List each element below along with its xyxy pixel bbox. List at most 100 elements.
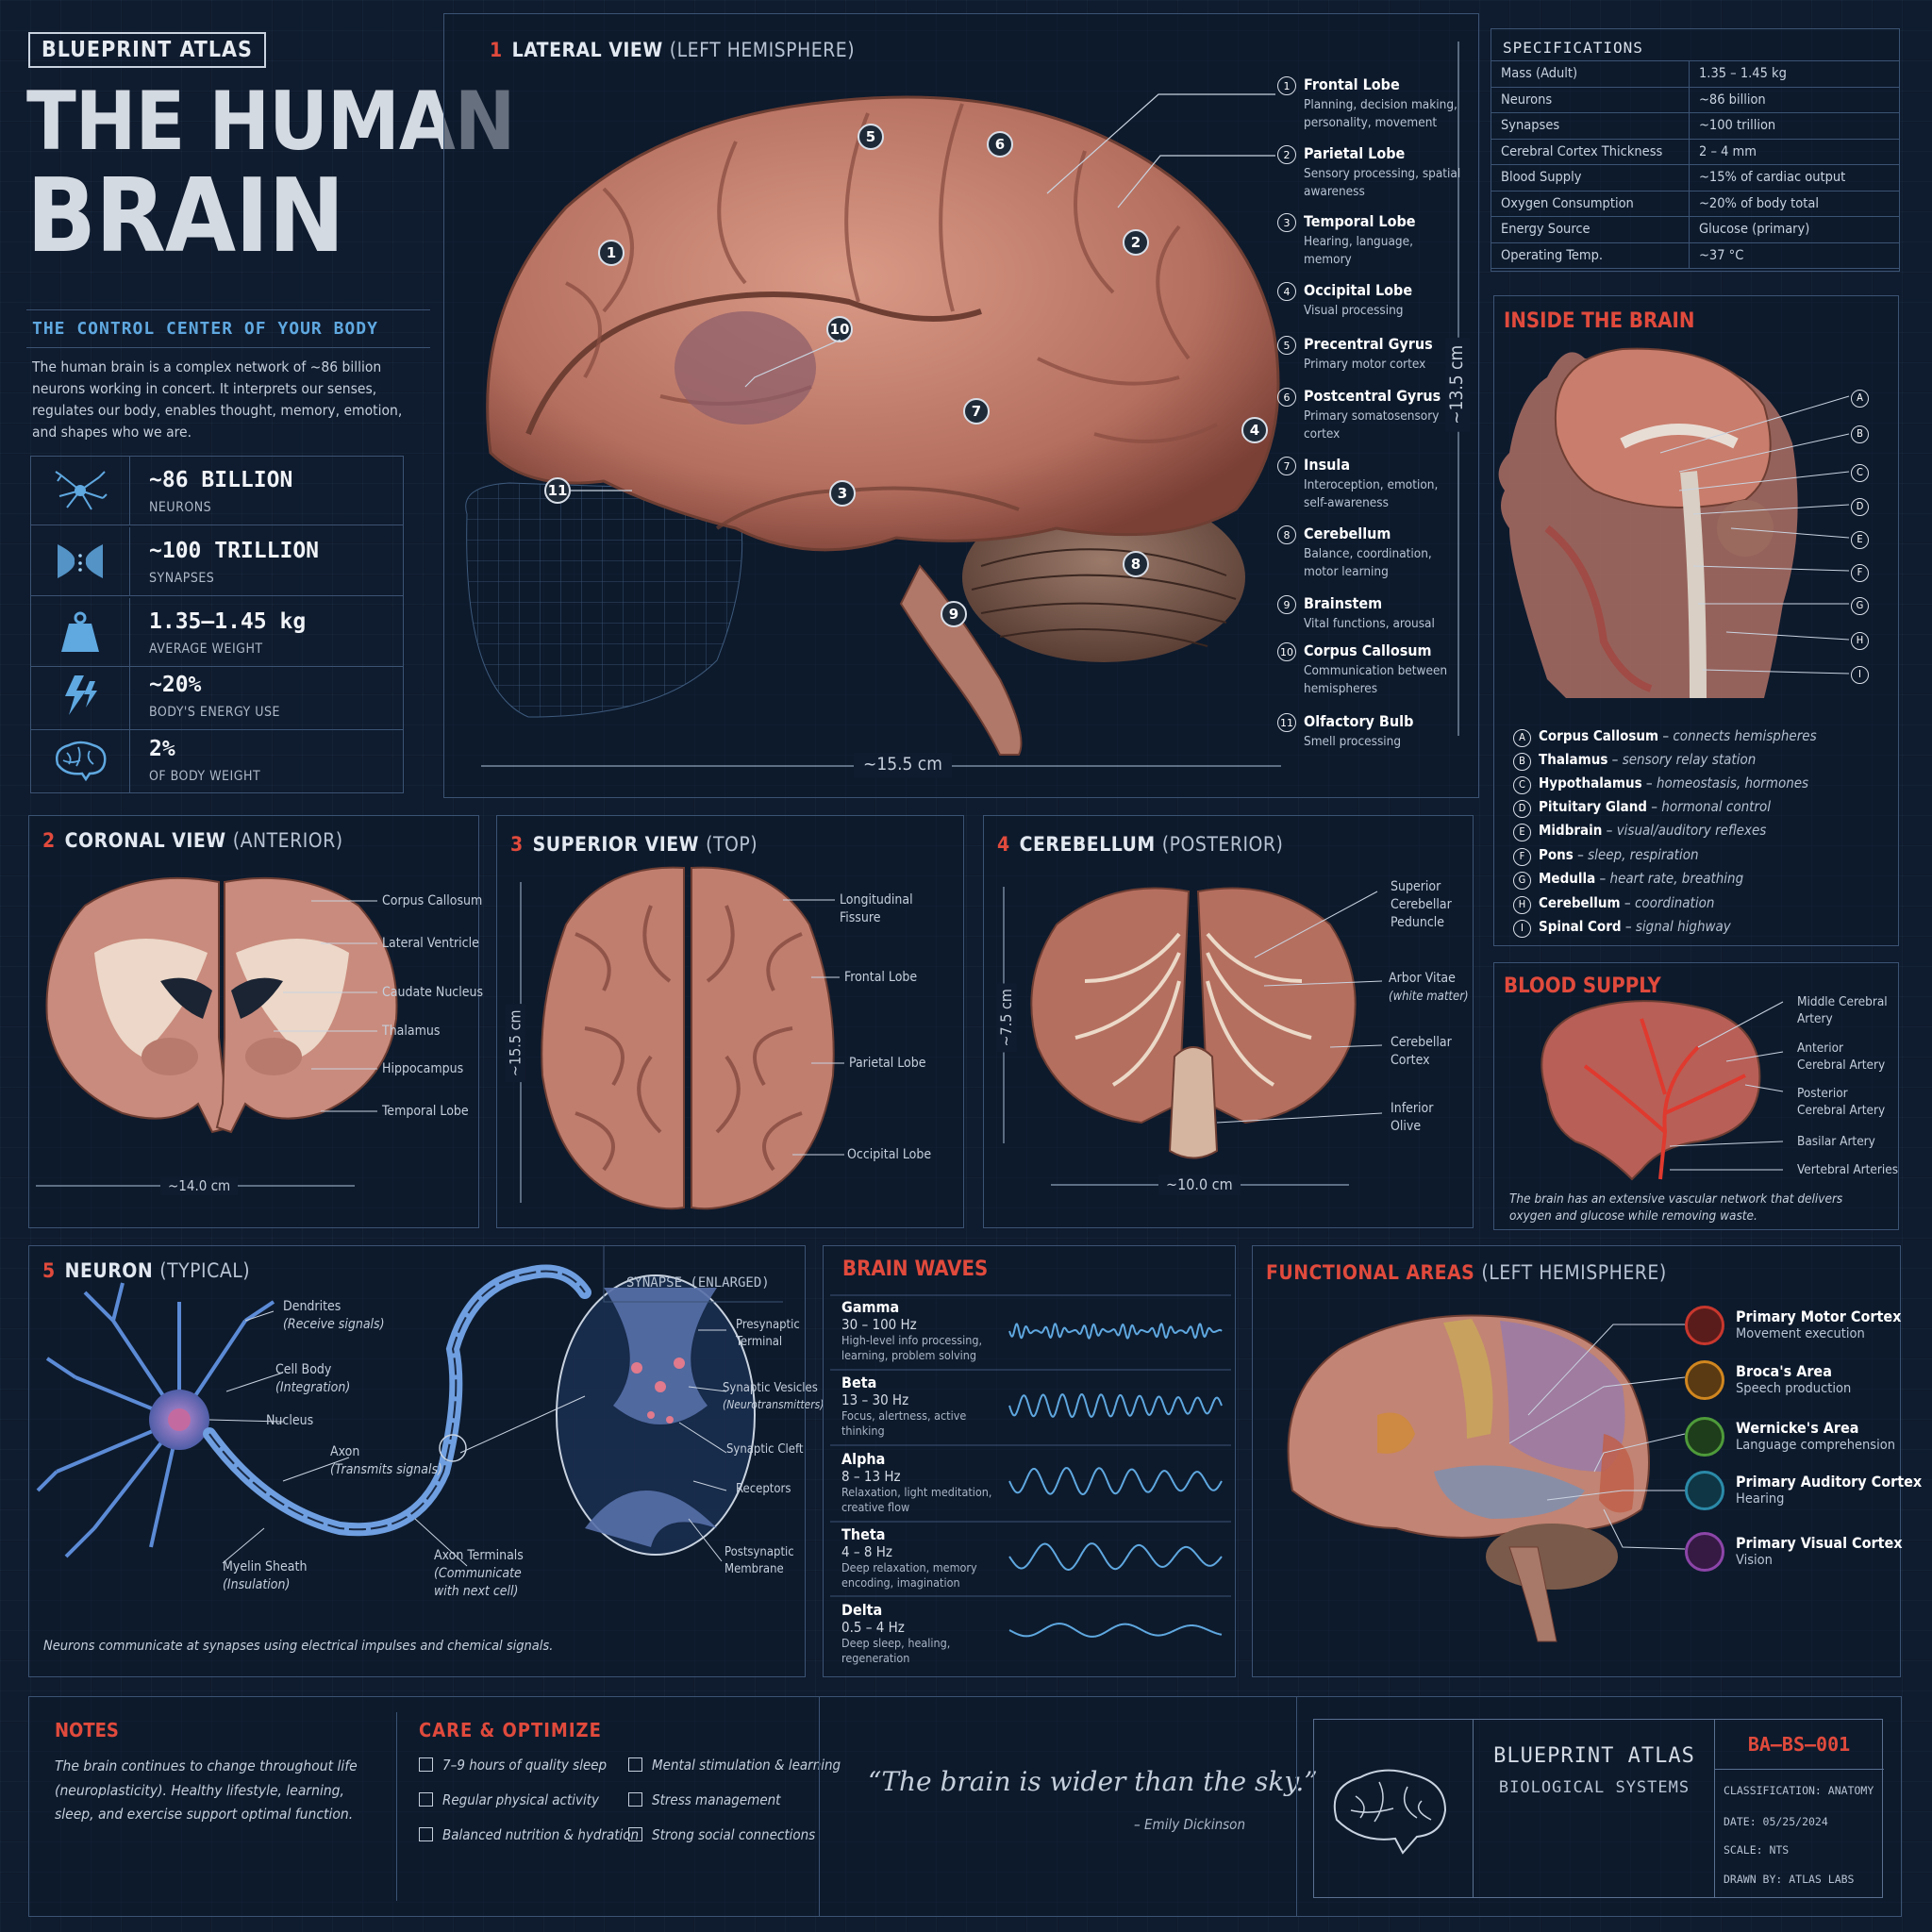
neuron-label-cell-body: Cell Body(Integration)	[275, 1362, 351, 1395]
stat-weight: 1.35–1.45 kg AVERAGE WEIGHT	[31, 598, 403, 667]
spec-row: Synapses~100 trillion	[1491, 112, 1900, 140]
title-block-division: BIOLOGICAL SYSTEMS	[1498, 1778, 1690, 1797]
weight-icon	[31, 598, 130, 666]
inside-callout: A	[1851, 388, 1876, 408]
title-block-classification: CLASSIFICATION: ANATOMY	[1724, 1784, 1874, 1797]
coronal-label-corpus-callosum: Corpus Callosum	[382, 893, 483, 908]
brain-outline-logo-icon	[1333, 1769, 1447, 1855]
intro-text: The human brain is a complex network of …	[32, 358, 403, 441]
coronal-label-temporal-lobe: Temporal Lobe	[382, 1104, 469, 1119]
coronal-label-thalamus: Thalamus	[382, 1024, 441, 1039]
synapse-label-synaptic-vesicles: Synaptic Vesicles(Neurotransmitters)	[723, 1381, 824, 1411]
care-item-sleep: 7–9 hours of quality sleep	[419, 1757, 607, 1774]
neuron-label-myelin-sheath: Myelin Sheath(Insulation)	[223, 1559, 308, 1592]
synapse-title: SYNAPSE (ENLARGED)	[626, 1275, 770, 1291]
care-item-activity: Regular physical activity	[419, 1791, 599, 1808]
quote-text: “The brain is wider than the sky.”	[868, 1766, 1318, 1797]
spec-row: Neurons~86 billion	[1491, 86, 1900, 113]
stat-label: NEURONS	[149, 500, 212, 515]
footer-divider-1	[396, 1712, 397, 1901]
inside-callout: I	[1851, 664, 1876, 684]
inside-callout: E	[1851, 529, 1876, 549]
stats-panel: ~86 BILLION NEURONS ~100 TRILLION SYNAPS…	[30, 456, 404, 793]
wave-beta	[1008, 1392, 1223, 1419]
spec-row: Operating Temp.~37 °C	[1491, 242, 1900, 269]
notes-title: NOTES	[55, 1719, 119, 1741]
title-rule	[26, 309, 430, 310]
care-item-social: Strong social connections	[628, 1826, 815, 1843]
title-block-code: BA–BS–001	[1747, 1733, 1851, 1756]
stat-value: 1.35–1.45 kg	[149, 609, 307, 634]
coronal-width-dimension: ~14.0 cm	[160, 1176, 239, 1196]
quote-author: – Emily Dickinson	[1134, 1816, 1245, 1833]
blood-label-basilar-artery: Basilar Artery	[1797, 1134, 1875, 1149]
callout-1: 1	[598, 240, 625, 266]
superior-label-longitudinal-fissure: Longitudinal Fissure	[840, 892, 913, 925]
specifications-title: SPECIFICATIONS	[1503, 39, 1643, 57]
title-block-divider	[1473, 1720, 1474, 1897]
coronal-label-caudate-nucleus: Caudate Nucleus	[382, 985, 484, 1000]
synapse-label-postsynaptic-membrane: Postsynaptic Membrane	[724, 1545, 794, 1576]
callout-11: 11	[544, 477, 571, 504]
inside-callout: C	[1851, 462, 1876, 482]
callout-7: 7	[963, 398, 990, 425]
stat-value: ~20%	[149, 673, 202, 697]
title-block-row-divider	[1714, 1769, 1884, 1770]
coronal-label-hippocampus: Hippocampus	[382, 1061, 464, 1076]
page-title: THE HUMAN BRAIN	[26, 75, 516, 275]
stat-label: OF BODY WEIGHT	[149, 769, 261, 784]
broca-area-icon	[1685, 1360, 1724, 1400]
synapse-label-presynaptic-terminal: Presynaptic Terminal	[736, 1318, 800, 1349]
blood-label-posterior-cerebral-artery: Posterior Cerebral Artery	[1797, 1086, 1886, 1119]
callout-4: 4	[1241, 417, 1268, 443]
page-title-line2: BRAIN	[26, 158, 345, 275]
brain-icon	[31, 725, 130, 792]
neuron-label-axon: Axon(Transmits signals)	[330, 1444, 442, 1477]
notes-text: The brain continues to change throughout…	[55, 1757, 358, 1824]
visual-cortex-icon	[1685, 1532, 1724, 1572]
inside-callout: D	[1851, 496, 1876, 516]
callout-8: 8	[1123, 551, 1149, 577]
stat-energy: ~20% BODY'S ENERGY USE	[31, 661, 403, 730]
stat-label: BODY'S ENERGY USE	[149, 705, 280, 720]
callout-5: 5	[858, 124, 884, 150]
cerebellum-label-arbor-vitae: Arbor Vitae(white matter)	[1389, 971, 1469, 1004]
lateral-width-dimension: ~15.5 cm	[854, 753, 952, 777]
callout-6: 6	[987, 131, 1013, 158]
title-block-drawn-by: DRAWN BY: ATLAS LABS	[1724, 1873, 1855, 1886]
coronal-label-lateral-ventricle: Lateral Ventricle	[382, 936, 479, 951]
inside-callout: B	[1851, 424, 1876, 443]
stat-synapses: ~100 TRILLION SYNAPSES	[31, 527, 403, 596]
page-title-line1: THE HUMAN	[26, 75, 516, 169]
blood-label-middle-cerebral-artery: Middle Cerebral Artery	[1797, 994, 1888, 1027]
spec-row: Mass (Adult)1.35 – 1.45 kg	[1491, 60, 1900, 88]
wave-theta	[1008, 1542, 1223, 1571]
superior-label-frontal-lobe: Frontal Lobe	[844, 970, 918, 985]
callout-9: 9	[941, 601, 967, 627]
inside-callout: F	[1851, 562, 1876, 582]
title-badge: BLUEPRINT ATLAS	[28, 32, 266, 68]
care-item-mental: Mental stimulation & learning	[628, 1757, 841, 1774]
stat-neurons: ~86 BILLION NEURONS	[31, 457, 403, 525]
inside-callout: H	[1851, 630, 1876, 650]
wave-gamma	[1008, 1323, 1223, 1340]
